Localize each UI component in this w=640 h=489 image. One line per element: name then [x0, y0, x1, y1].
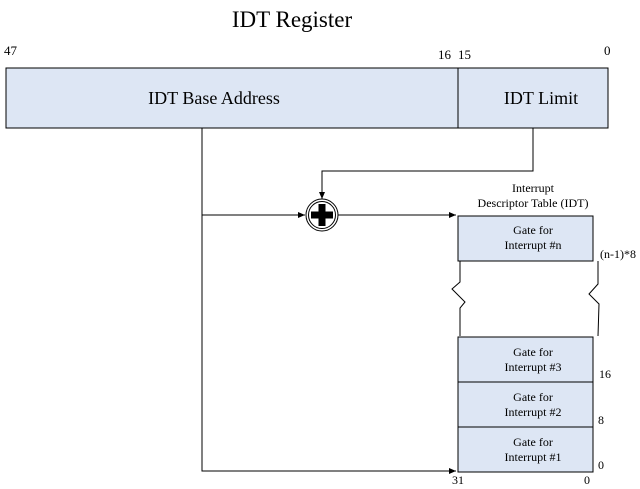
gate-label-line2: Interrupt #2: [505, 405, 562, 419]
table-break-left: [451, 261, 466, 336]
gate-label-line2: Interrupt #n: [505, 238, 562, 252]
gate-interrupt-1: [457, 426, 594, 473]
table-bit-label-31: 31: [452, 473, 464, 487]
gate-offset-label: 0: [598, 458, 604, 472]
idt-base-address-label: IDT Base Address: [148, 88, 280, 108]
gate-label-line1: Gate for: [513, 345, 553, 359]
gate-offset-label: 8: [598, 413, 604, 427]
idt-caption-line1: Interrupt: [512, 181, 555, 195]
plus-circle-icon: [305, 198, 339, 232]
bit-label-15: 15: [458, 47, 471, 62]
bit-label-47: 47: [4, 43, 18, 58]
base-to-table-base-arrow: [201, 128, 456, 474]
gate-offset-label: (n-1)*8: [600, 247, 636, 261]
register-title: IDT Register: [232, 7, 353, 32]
idt-limit-label: IDT Limit: [504, 88, 578, 108]
gate-label-line1: Gate for: [513, 435, 553, 449]
gate-interrupt-3: [457, 336, 594, 383]
gate-label-line1: Gate for: [513, 223, 553, 237]
gate-label-line2: Interrupt #3: [505, 360, 562, 374]
idt-limit-field: [457, 67, 609, 129]
idt-caption-line2: Descriptor Table (IDT): [478, 196, 589, 210]
bit-label-0: 0: [604, 43, 611, 58]
idt-base-address-field: [5, 67, 459, 129]
gate-interrupt-n: [457, 215, 594, 262]
gate-label-line2: Interrupt #1: [505, 450, 562, 464]
gate-interrupt-2: [457, 381, 594, 428]
limit-to-adder-arrow: [319, 128, 534, 199]
table-bit-label-0: 0: [584, 473, 590, 487]
gate-offset-label: 16: [599, 367, 611, 381]
gate-label-line1: Gate for: [513, 390, 553, 404]
bit-label-16: 16: [438, 47, 452, 62]
table-break-right: [588, 261, 600, 337]
